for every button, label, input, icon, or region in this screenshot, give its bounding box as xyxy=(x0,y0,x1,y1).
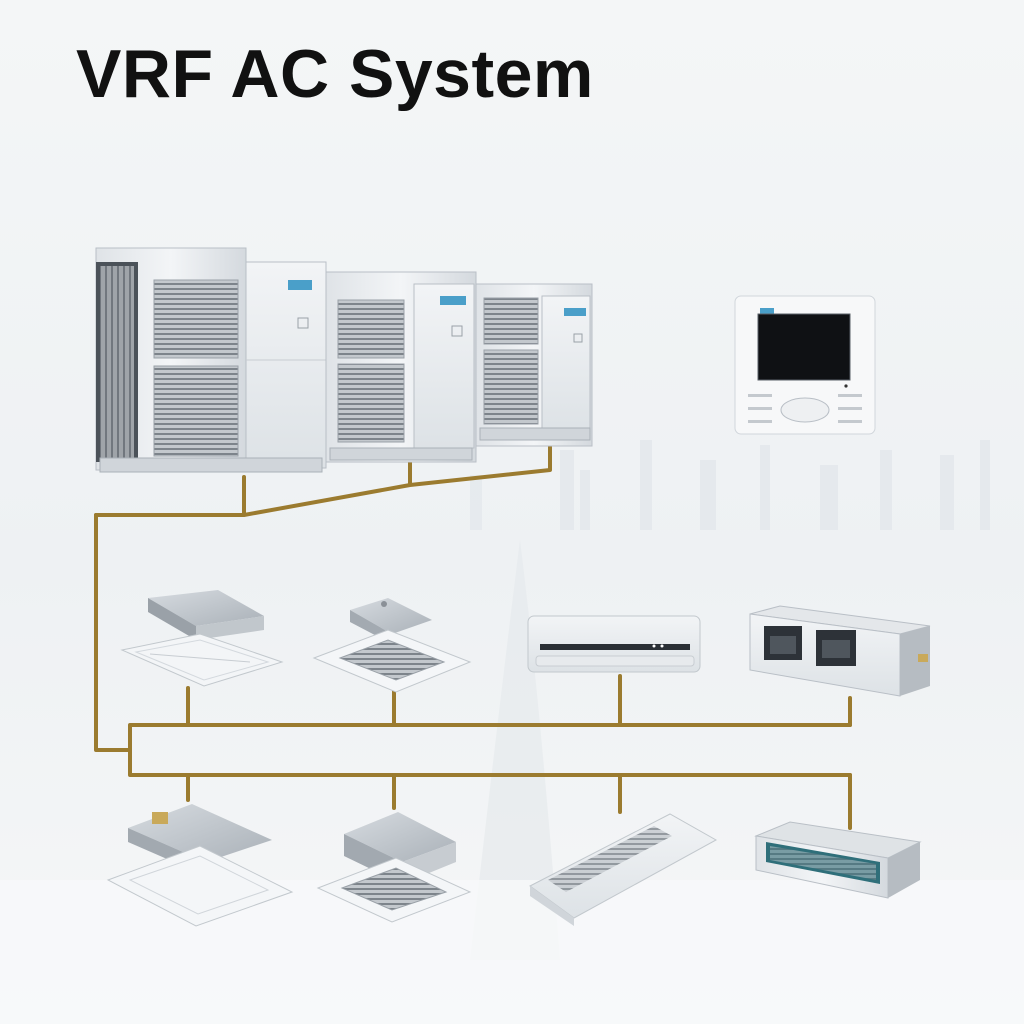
one-way-cassette-icon xyxy=(120,590,284,687)
four-way-cassette-icon xyxy=(312,598,472,693)
high-static-duct-unit xyxy=(749,605,931,697)
page-title: VRF AC System xyxy=(76,36,594,112)
touchscreen-remote-icon xyxy=(734,295,876,435)
wall-split-icon xyxy=(527,615,701,673)
ceiling-floor-icon xyxy=(529,813,718,926)
four-way-cassette-unit xyxy=(312,598,472,693)
compact-cassette-unit xyxy=(106,804,294,927)
ceiling-floor-unit xyxy=(529,813,718,926)
upper-branch-pipe xyxy=(128,723,852,752)
outdoor-unit-array xyxy=(95,247,593,473)
compact-cassette-icon xyxy=(106,804,294,927)
refrigerant-piping xyxy=(94,445,852,830)
mini-four-way-cassette-icon xyxy=(316,812,472,923)
one-way-cassette-unit xyxy=(120,590,284,687)
wired-controller xyxy=(734,295,876,435)
mini-four-way-cassette-unit xyxy=(316,812,472,923)
wall-mounted-unit xyxy=(527,615,701,673)
slim-duct-unit xyxy=(754,821,922,899)
lower-branch-pipe xyxy=(128,748,852,777)
high-static-duct-icon xyxy=(749,605,931,697)
slim-duct-icon xyxy=(754,821,922,899)
main-riser-pipe xyxy=(94,513,132,752)
vrf-outdoor-condenser-icon xyxy=(95,247,593,473)
